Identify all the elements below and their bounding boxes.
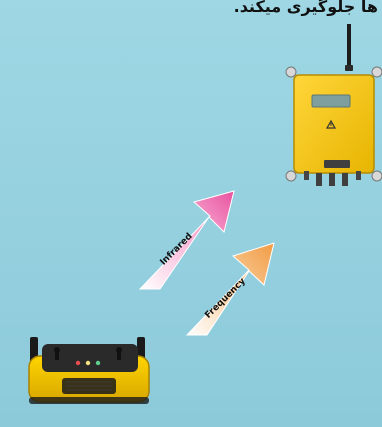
remote-indicator-yellow-icon: [86, 361, 90, 365]
remote-left-lever-icon: [55, 350, 59, 360]
receiver-screen: [312, 95, 350, 107]
receiver-antenna-base: [345, 65, 353, 71]
remote-indicator-red-icon: [76, 361, 80, 365]
remote-bottom-bumper: [29, 397, 149, 404]
receiver-body: [294, 75, 374, 173]
remote-indicator-green-icon: [96, 361, 100, 365]
receiver-label-plate: [324, 160, 350, 168]
caption-text: ها جلوگیری میکند.: [234, 0, 378, 17]
receiver-mount-top-left-icon: [286, 67, 296, 77]
receiver-mount-top-right-icon: [372, 67, 382, 77]
receiver-antenna: [347, 24, 351, 70]
receiver-mount-bottom-right-icon: [372, 171, 382, 181]
remote-control-icon: [29, 337, 149, 404]
remote-right-lever-icon: [117, 350, 121, 360]
receiver-mount-bottom-left-icon: [286, 171, 296, 181]
